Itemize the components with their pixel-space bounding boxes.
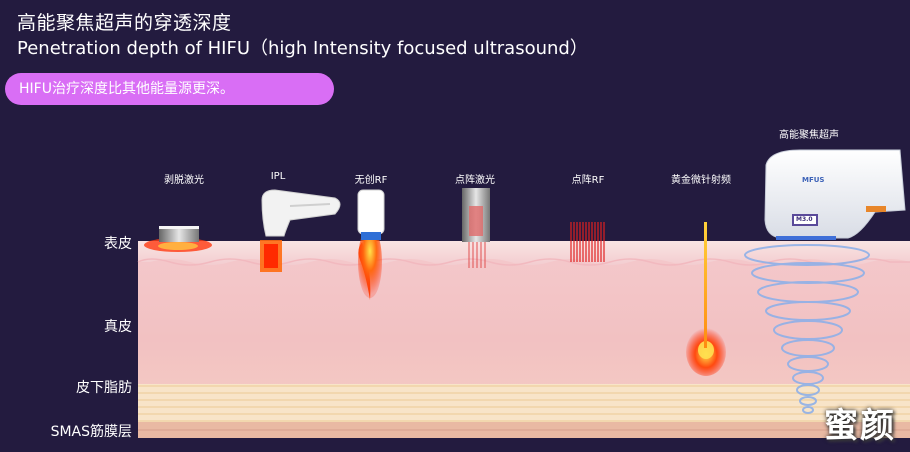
- gold-microneedle-device: [686, 222, 726, 376]
- fat-stripes: [138, 385, 910, 422]
- layer-label-epidermis: 表皮: [104, 236, 132, 252]
- ipl-device: [260, 189, 341, 272]
- layer-label-fat: 皮下脂肪: [76, 380, 132, 396]
- hifu-brand-label: MFUS: [802, 176, 825, 184]
- rf-device: [357, 189, 385, 300]
- hifu-model-label: M3.0: [796, 216, 813, 223]
- fractional-laser-device: [462, 188, 490, 268]
- layer-label-smas: SMAS筋膜层: [50, 424, 132, 440]
- fractional-rf-needles: [570, 222, 605, 262]
- device-label-ablative: 剥脱激光: [164, 175, 204, 186]
- hifu-focus-rings: [744, 244, 870, 414]
- device-label-hifu: 高能聚焦超声: [779, 130, 839, 141]
- watermark-logo: 蜜颜: [824, 406, 896, 446]
- fat-layer: [138, 384, 910, 422]
- page-title-en: Penetration depth of HIFU（high Intensity…: [17, 38, 588, 59]
- dermis-wave-line: [137, 258, 910, 266]
- device-label-fractional-rf: 点阵RF: [571, 175, 605, 186]
- highlight-banner: HIFU治疗深度比其他能量源更深。: [5, 73, 334, 105]
- device-label-fractional-laser: 点阵激光: [455, 175, 495, 186]
- device-label-ipl: IPL: [270, 171, 286, 182]
- device-label-gold-microneedle: 黄金微针射频: [671, 175, 731, 186]
- device-label-rf: 无创RF: [354, 175, 388, 186]
- layer-label-dermis: 真皮: [104, 319, 132, 335]
- ablative-laser-device: [144, 226, 212, 252]
- page-title-cn: 高能聚焦超声的穿透深度: [17, 12, 232, 34]
- hifu-device: [744, 149, 906, 414]
